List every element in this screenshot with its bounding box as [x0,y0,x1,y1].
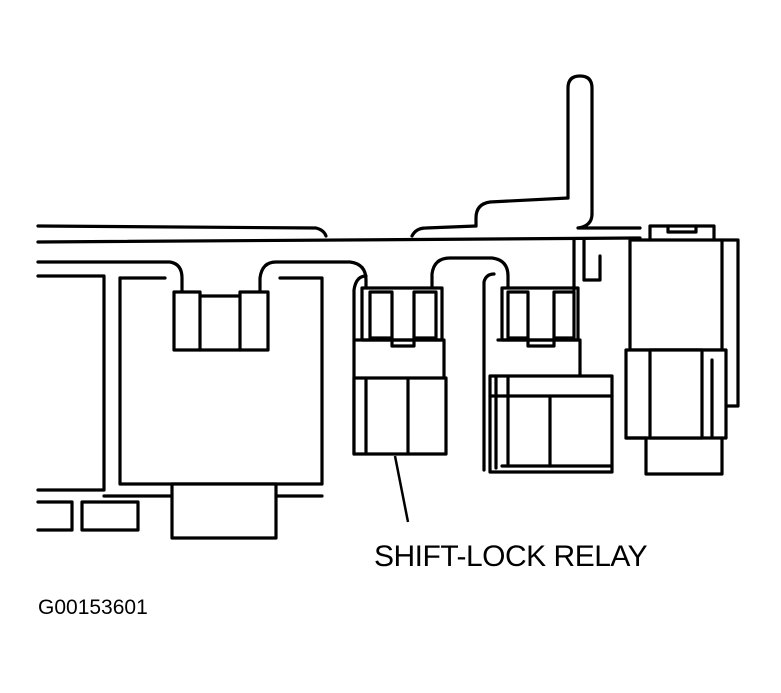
shift-lock-relay-label: SHIFT-LOCK RELAY [374,540,648,573]
callout-leader-line [393,455,410,523]
figure-code: G00153601 [38,596,148,619]
right-relay [482,272,614,474]
vertical-bracket [474,74,594,228]
large-relay-block [102,260,368,540]
bottom-left-connectors [36,500,140,532]
right-connector-housing [572,224,740,476]
horizontal-rail [36,212,642,244]
left-panel-frame [36,260,184,492]
shift-lock-relay [352,256,510,456]
